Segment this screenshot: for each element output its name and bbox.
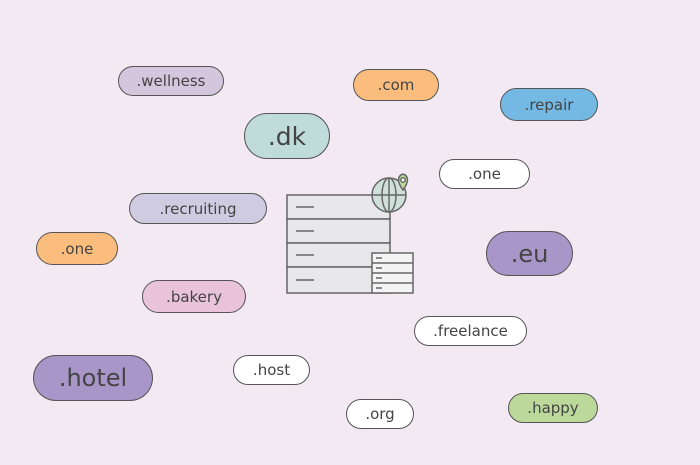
tag-one-orange: .one (36, 232, 118, 265)
tag-label: .wellness (136, 72, 206, 90)
tag-dk: .dk (244, 113, 330, 159)
document-list-icon (371, 252, 414, 294)
server-illustration (286, 173, 414, 294)
location-pin-icon (397, 173, 409, 192)
tag-eu: .eu (486, 231, 573, 276)
tag-one-white: .one (439, 159, 530, 189)
tag-label: .org (365, 405, 395, 423)
globe-icon (371, 177, 407, 213)
tag-repair: .repair (500, 88, 598, 121)
tag-label: .recruiting (159, 199, 237, 218)
tag-bakery: .bakery (142, 280, 246, 313)
tag-wellness: .wellness (118, 66, 224, 96)
tag-label: .eu (510, 239, 549, 268)
tag-label: .bakery (166, 287, 222, 306)
tag-label: .dk (267, 121, 307, 151)
tag-happy: .happy (508, 393, 598, 423)
tag-freelance: .freelance (414, 316, 527, 346)
tag-label: .one (60, 239, 94, 258)
tag-com: .com (353, 69, 439, 101)
tag-label: .freelance (433, 322, 508, 340)
tag-label: .happy (527, 399, 579, 417)
tag-label: .repair (524, 95, 574, 114)
tag-label: .com (377, 76, 415, 94)
tag-label: .host (252, 361, 291, 379)
tag-label: .hotel (58, 364, 128, 392)
tag-recruiting: .recruiting (129, 193, 267, 224)
tag-hotel: .hotel (33, 355, 153, 401)
tag-org: .org (346, 399, 414, 429)
tag-host: .host (233, 355, 310, 385)
tag-label: .one (468, 165, 501, 183)
